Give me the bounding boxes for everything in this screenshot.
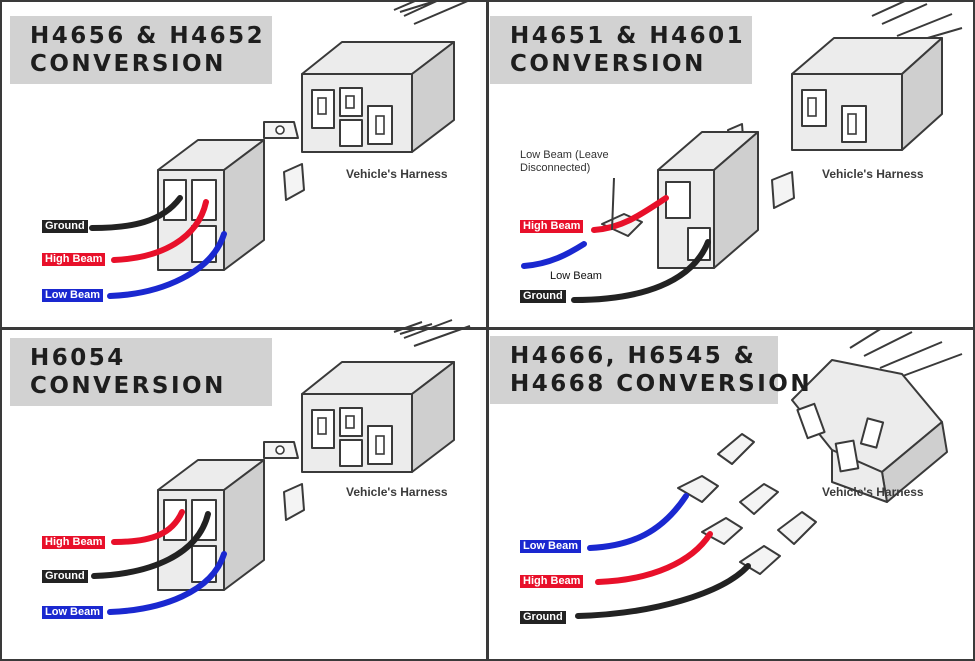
title-line-1: H6054 (30, 345, 126, 371)
title-line-2: CONVERSION (30, 373, 226, 399)
title-line-1: H4651 & H4601 (510, 23, 746, 49)
wire-label-low-beam: Low Beam (520, 540, 582, 553)
spade-terminals-bottom-right (677, 433, 817, 575)
wire-low-top-left (107, 231, 227, 299)
title-line-2: CONVERSION (510, 51, 706, 77)
panel-title-bottom-left: H6054 CONVERSION (10, 338, 272, 406)
wire-label-high-beam: High Beam (520, 220, 584, 233)
wire-label-ground: Ground (42, 570, 88, 583)
harness-label-top-left: Vehicle's Harness (346, 167, 448, 181)
wire-high-top-right (591, 195, 669, 233)
wire-high-bottom-left (111, 509, 185, 545)
wire-label-ground: Ground (42, 220, 88, 233)
panel-divider-horizontal (2, 327, 973, 330)
wire-high-top-left (111, 199, 209, 263)
harness-label-bottom-right: Vehicle's Harness (822, 485, 924, 499)
wire-label-low-beam: Low Beam (550, 270, 602, 282)
wire-label-high-beam: High Beam (520, 575, 584, 588)
panel-divider-vertical (486, 2, 489, 659)
wire-label-ground: Ground (520, 611, 566, 624)
panel-title-top-left: H4656 & H4652 CONVERSION (10, 16, 272, 84)
panel-title-bottom-right: H4666, H6545 & H4668 CONVERSION (490, 336, 813, 404)
panel-title-top-right: H4651 & H4601 CONVERSION (490, 16, 752, 84)
harness-label-top-right: Vehicle's Harness (822, 167, 924, 181)
wire-label-high-beam: High Beam (42, 536, 106, 549)
bulb-socket-top-right (601, 123, 795, 269)
bulb-socket-top-left (157, 121, 305, 271)
harness-label-bottom-left: Vehicle's Harness (346, 485, 448, 499)
wire-ground-bottom-right (575, 563, 751, 619)
title-line-2: H4668 CONVERSION (510, 371, 813, 397)
title-line-2: CONVERSION (30, 51, 226, 77)
wire-ground-bottom-left (91, 511, 211, 579)
wire-label-low-beam: Low Beam (42, 606, 104, 619)
title-line-1: H4666, H6545 & (510, 343, 757, 369)
wire-ground-top-left (89, 195, 183, 231)
harness-top-right (791, 2, 963, 151)
harness-bottom-left (301, 319, 471, 473)
note-leave-disconnected: Low Beam (Leave Disconnected) (520, 149, 609, 174)
wire-low-bottom-right (587, 493, 689, 551)
wire-low-bottom-left (107, 551, 227, 615)
harness-bottom-right (791, 327, 963, 503)
harness-top-left (301, 2, 468, 153)
wire-label-high-beam: High Beam (42, 253, 106, 266)
wire-label-low-beam: Low Beam (42, 289, 104, 302)
wire-high-bottom-right (595, 531, 713, 585)
wire-low-top-right (521, 241, 587, 269)
title-line-1: H4656 & H4652 (30, 23, 266, 49)
wire-ground-top-right (571, 239, 711, 303)
wire-label-ground: Ground (520, 290, 566, 303)
